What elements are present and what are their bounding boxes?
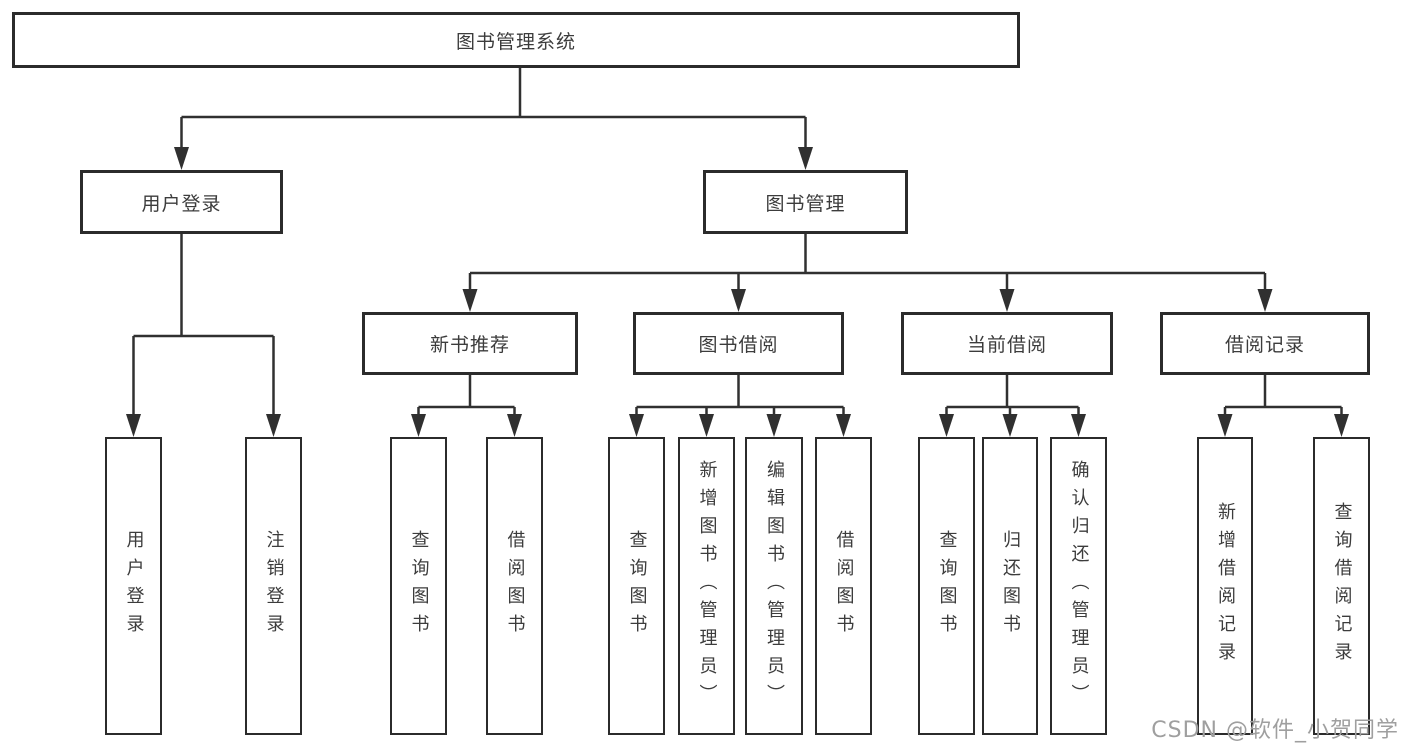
arrowhead: [939, 414, 954, 437]
connector-line: [1223, 375, 1343, 417]
connector-line: [635, 375, 845, 417]
node-book-management: 图书管理: [703, 170, 908, 234]
node-book-borrow: 图书借阅: [633, 312, 844, 375]
node-new-book-recommend: 新书推荐: [362, 312, 578, 375]
csdn-watermark: CSDN @软件_小贺同学: [1151, 718, 1399, 743]
arrowhead: [266, 414, 281, 437]
connector-current-borrow-children: [939, 375, 1086, 437]
connector-book-borrow-children: [629, 375, 851, 437]
leaf-add-books-admin: 新增图书（管理员）: [678, 437, 735, 735]
arrowhead: [1002, 414, 1018, 437]
leaf-query-borrow-record: 查询借阅记录: [1313, 437, 1370, 735]
arrowhead: [462, 289, 478, 312]
root-node-book-management-system: 图书管理系统: [12, 12, 1020, 68]
arrowhead: [836, 414, 851, 437]
leaf-edit-books-admin: 编辑图书（管理员）: [745, 437, 803, 735]
leaf-return-books: 归还图书: [982, 437, 1038, 735]
arrowhead: [699, 414, 714, 437]
leaf-query-books-recommend: 查询图书: [390, 437, 447, 735]
node-current-borrow: 当前借阅: [901, 312, 1113, 375]
arrowhead: [411, 414, 426, 437]
leaf-logout: 注销登录: [245, 437, 302, 735]
arrowhead: [766, 414, 782, 437]
arrowhead: [999, 289, 1015, 312]
arrowhead: [1217, 414, 1233, 437]
connector-line: [417, 375, 516, 417]
arrowhead: [507, 414, 522, 437]
leaf-borrow-books-recommend: 借阅图书: [486, 437, 543, 735]
arrowhead: [1257, 289, 1273, 312]
connector-line: [180, 68, 807, 150]
connector-root-to-level2: [174, 68, 813, 170]
connector-book-management-children: [462, 234, 1273, 312]
arrowhead: [1334, 414, 1349, 437]
leaf-query-books-current: 查询图书: [918, 437, 975, 735]
leaf-user-login: 用户登录: [105, 437, 162, 735]
leaf-add-borrow-record: 新增借阅记录: [1197, 437, 1253, 735]
arrowhead: [126, 414, 141, 437]
arrowhead: [1071, 414, 1086, 437]
arrowhead: [629, 414, 644, 437]
connector-borrow-records-children: [1217, 375, 1349, 437]
connector-user-login-children: [126, 234, 281, 437]
connector-line: [468, 234, 1267, 292]
connector-line: [945, 375, 1080, 417]
node-borrow-records: 借阅记录: [1160, 312, 1370, 375]
arrowhead: [798, 147, 813, 170]
arrowhead: [174, 147, 189, 170]
leaf-confirm-return-admin: 确认归还（管理员）: [1050, 437, 1107, 735]
connector-line: [132, 234, 275, 417]
leaf-query-books-borrow: 查询图书: [608, 437, 665, 735]
connector-new-book-recommend-children: [411, 375, 522, 437]
leaf-borrow-books: 借阅图书: [815, 437, 872, 735]
arrowhead: [731, 289, 746, 312]
node-user-login: 用户登录: [80, 170, 283, 234]
